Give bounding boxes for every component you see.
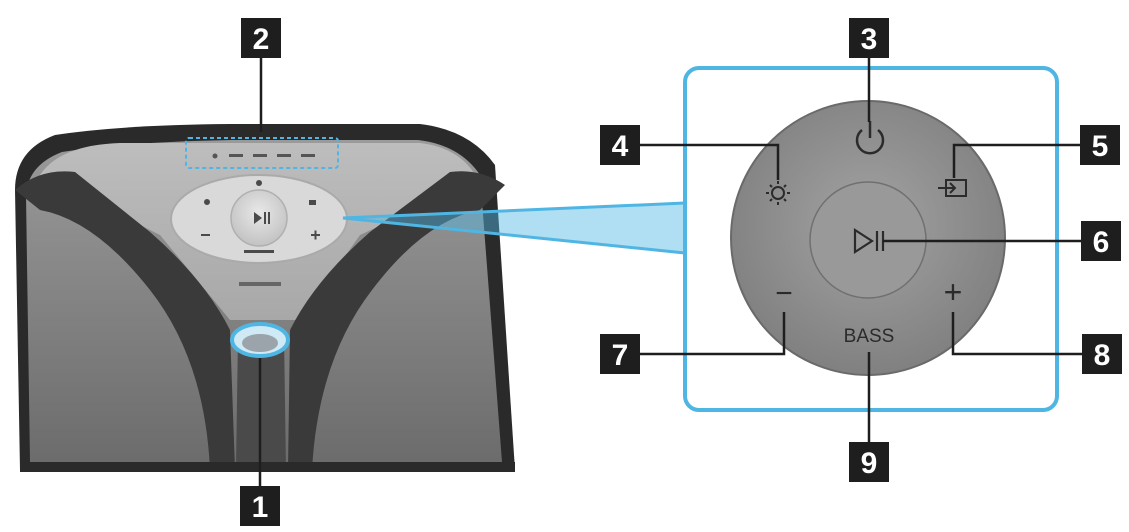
power-icon[interactable] <box>855 121 885 155</box>
svg-text:5: 5 <box>1092 130 1109 163</box>
svg-text:6: 6 <box>1093 226 1110 259</box>
svg-text:8: 8 <box>1094 339 1111 372</box>
svg-text:7: 7 <box>612 339 629 372</box>
svg-text:9: 9 <box>861 447 878 480</box>
source-icon[interactable] <box>938 179 967 197</box>
callout-3: 3 <box>849 18 889 58</box>
bass-button[interactable]: BASS <box>844 326 895 347</box>
zoom-line-bottom <box>342 216 686 255</box>
plus-button[interactable]: + <box>944 274 963 310</box>
leader-lines <box>258 56 1082 490</box>
light-indicator-core <box>242 334 278 352</box>
callout-6: 6 <box>1081 221 1121 261</box>
light-icon[interactable] <box>766 181 790 205</box>
callout-8: 8 <box>1082 334 1122 374</box>
speaker-right-wing <box>288 171 505 470</box>
svg-text:1: 1 <box>252 491 269 524</box>
svg-text:3: 3 <box>861 23 878 56</box>
speaker-base <box>20 462 515 472</box>
zoom-line-top <box>342 201 686 220</box>
speaker-small-marks <box>201 180 320 253</box>
callout-5: 5 <box>1080 125 1120 165</box>
callout-4: 4 <box>600 125 640 165</box>
minus-button[interactable]: − <box>775 277 793 310</box>
callout-9: 9 <box>849 442 889 482</box>
speaker-unit <box>15 124 515 472</box>
status-indicator-area <box>185 137 339 169</box>
speaker-logo-mark <box>239 282 281 286</box>
speaker-left-wing <box>15 171 235 470</box>
status-indicator-marks <box>212 153 315 159</box>
svg-text:4: 4 <box>612 130 629 163</box>
svg-text:2: 2 <box>253 23 270 56</box>
callout-2: 2 <box>241 18 281 58</box>
callout-1: 1 <box>240 486 280 526</box>
callout-7: 7 <box>600 334 640 374</box>
